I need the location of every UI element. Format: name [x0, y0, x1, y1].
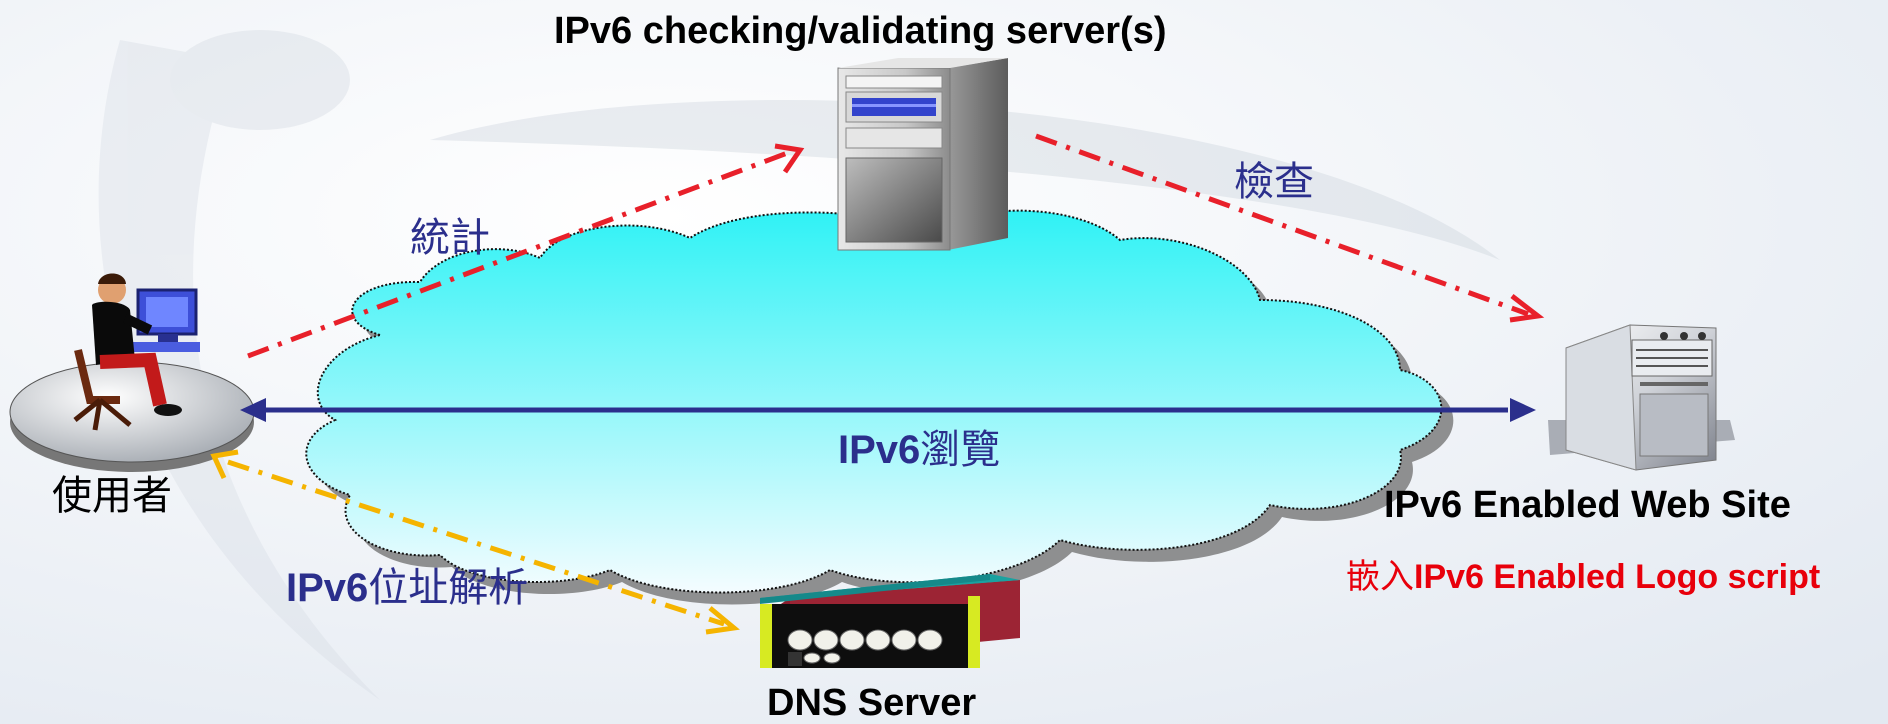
dns-arrow — [227, 459, 725, 627]
browse-label-prefix: IPv6 — [838, 428, 921, 472]
stats-arrowhead — [774, 143, 805, 174]
web-server-icon — [1548, 324, 1735, 471]
background-swirl — [98, 30, 1500, 700]
dns-arrowhead-start — [210, 449, 239, 480]
browse-label-suffix: 瀏覽 — [920, 427, 1001, 473]
check-arrowhead — [1509, 294, 1545, 323]
tower-server-icon — [837, 58, 1008, 251]
user-label: 使用者 — [52, 473, 172, 519]
dns-arrowhead-end — [705, 606, 740, 635]
dns-resolve-prefix: IPv6 — [286, 566, 369, 610]
browse-arrow — [240, 398, 1536, 422]
embed-suffix: IPv6 Enabled Logo script — [1414, 558, 1821, 596]
dns-resolve-label: IPv6位址解析 — [286, 568, 528, 608]
dns-resolve-suffix: 位址解析 — [368, 565, 529, 611]
embed-logo-label: 嵌入IPv6 Enabled Logo script — [1346, 560, 1820, 594]
web-site-label: IPv6 Enabled Web Site — [1384, 484, 1791, 526]
user-at-computer-icon — [9, 273, 255, 472]
dns-server-icon — [760, 574, 1020, 668]
server-title: IPv6 checking/validating server(s) — [554, 10, 1167, 52]
embed-prefix: 嵌入 — [1346, 557, 1414, 597]
browse-label: IPv6瀏覽 — [838, 430, 1000, 470]
stats-label: 統計 — [410, 215, 490, 261]
internet-cloud — [305, 209, 1443, 594]
check-label: 檢查 — [1234, 159, 1314, 205]
stats-arrow — [247, 149, 791, 359]
dns-server-label: DNS Server — [767, 682, 977, 724]
